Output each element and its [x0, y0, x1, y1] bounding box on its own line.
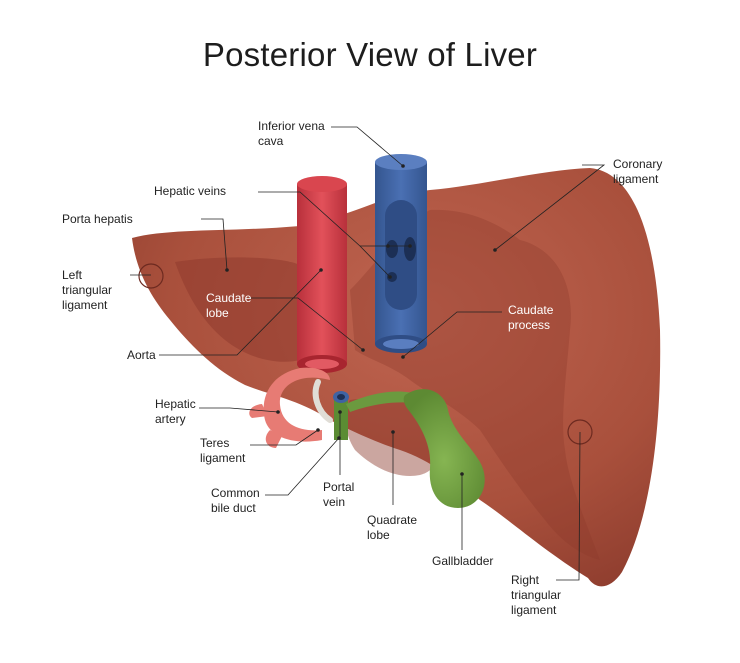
hepatic-vein-opening-1 — [386, 240, 398, 258]
label-teres-ligament: Teres ligament — [200, 436, 246, 465]
label-aorta: Aorta — [127, 348, 156, 362]
hepatic-vein-opening-3 — [387, 272, 397, 282]
label-coronary-ligament: Coronary ligament — [613, 157, 663, 186]
left-triangular-ligament-marker — [138, 263, 164, 289]
label-right-triangular-ligament: Right triangular ligament — [511, 573, 562, 617]
aorta — [297, 176, 347, 373]
label-caudate-lobe: Caudate lobe — [206, 291, 252, 320]
hepatic-artery — [263, 367, 330, 442]
inferior-vena-cava — [375, 154, 427, 353]
hepatic-vein-opening-2 — [404, 237, 416, 261]
leader-dots — [225, 164, 497, 476]
portal-vein — [333, 391, 349, 440]
label-portal-vein: Portal vein — [323, 480, 355, 509]
label-quadrate-lobe: Quadrate lobe — [367, 513, 418, 542]
leader-lines — [130, 126, 606, 581]
label-porta-hepatis: Porta hepatis — [62, 212, 133, 226]
label-hepatic-veins: Hepatic veins — [154, 184, 227, 198]
gallbladder — [403, 389, 485, 508]
teres-ligament-shape — [312, 379, 333, 423]
label-caudate-process: Caudate process — [508, 303, 554, 332]
diagram-title: Posterior View of Liver — [202, 36, 538, 73]
liver-bare-area — [175, 257, 300, 362]
label-hepatic-artery: Hepatic artery — [155, 397, 196, 426]
hepatic-artery-branch-1 — [249, 404, 268, 418]
label-gallbladder: Gallbladder — [432, 554, 494, 568]
label-common-bile-duct: Common bile duct — [211, 486, 260, 515]
label-left-triangular-ligament: Left triangular ligament — [62, 268, 113, 312]
hepatic-artery-branch-2 — [265, 430, 282, 448]
label-inferior-vena-cava: Inferior vena cava — [258, 119, 325, 148]
